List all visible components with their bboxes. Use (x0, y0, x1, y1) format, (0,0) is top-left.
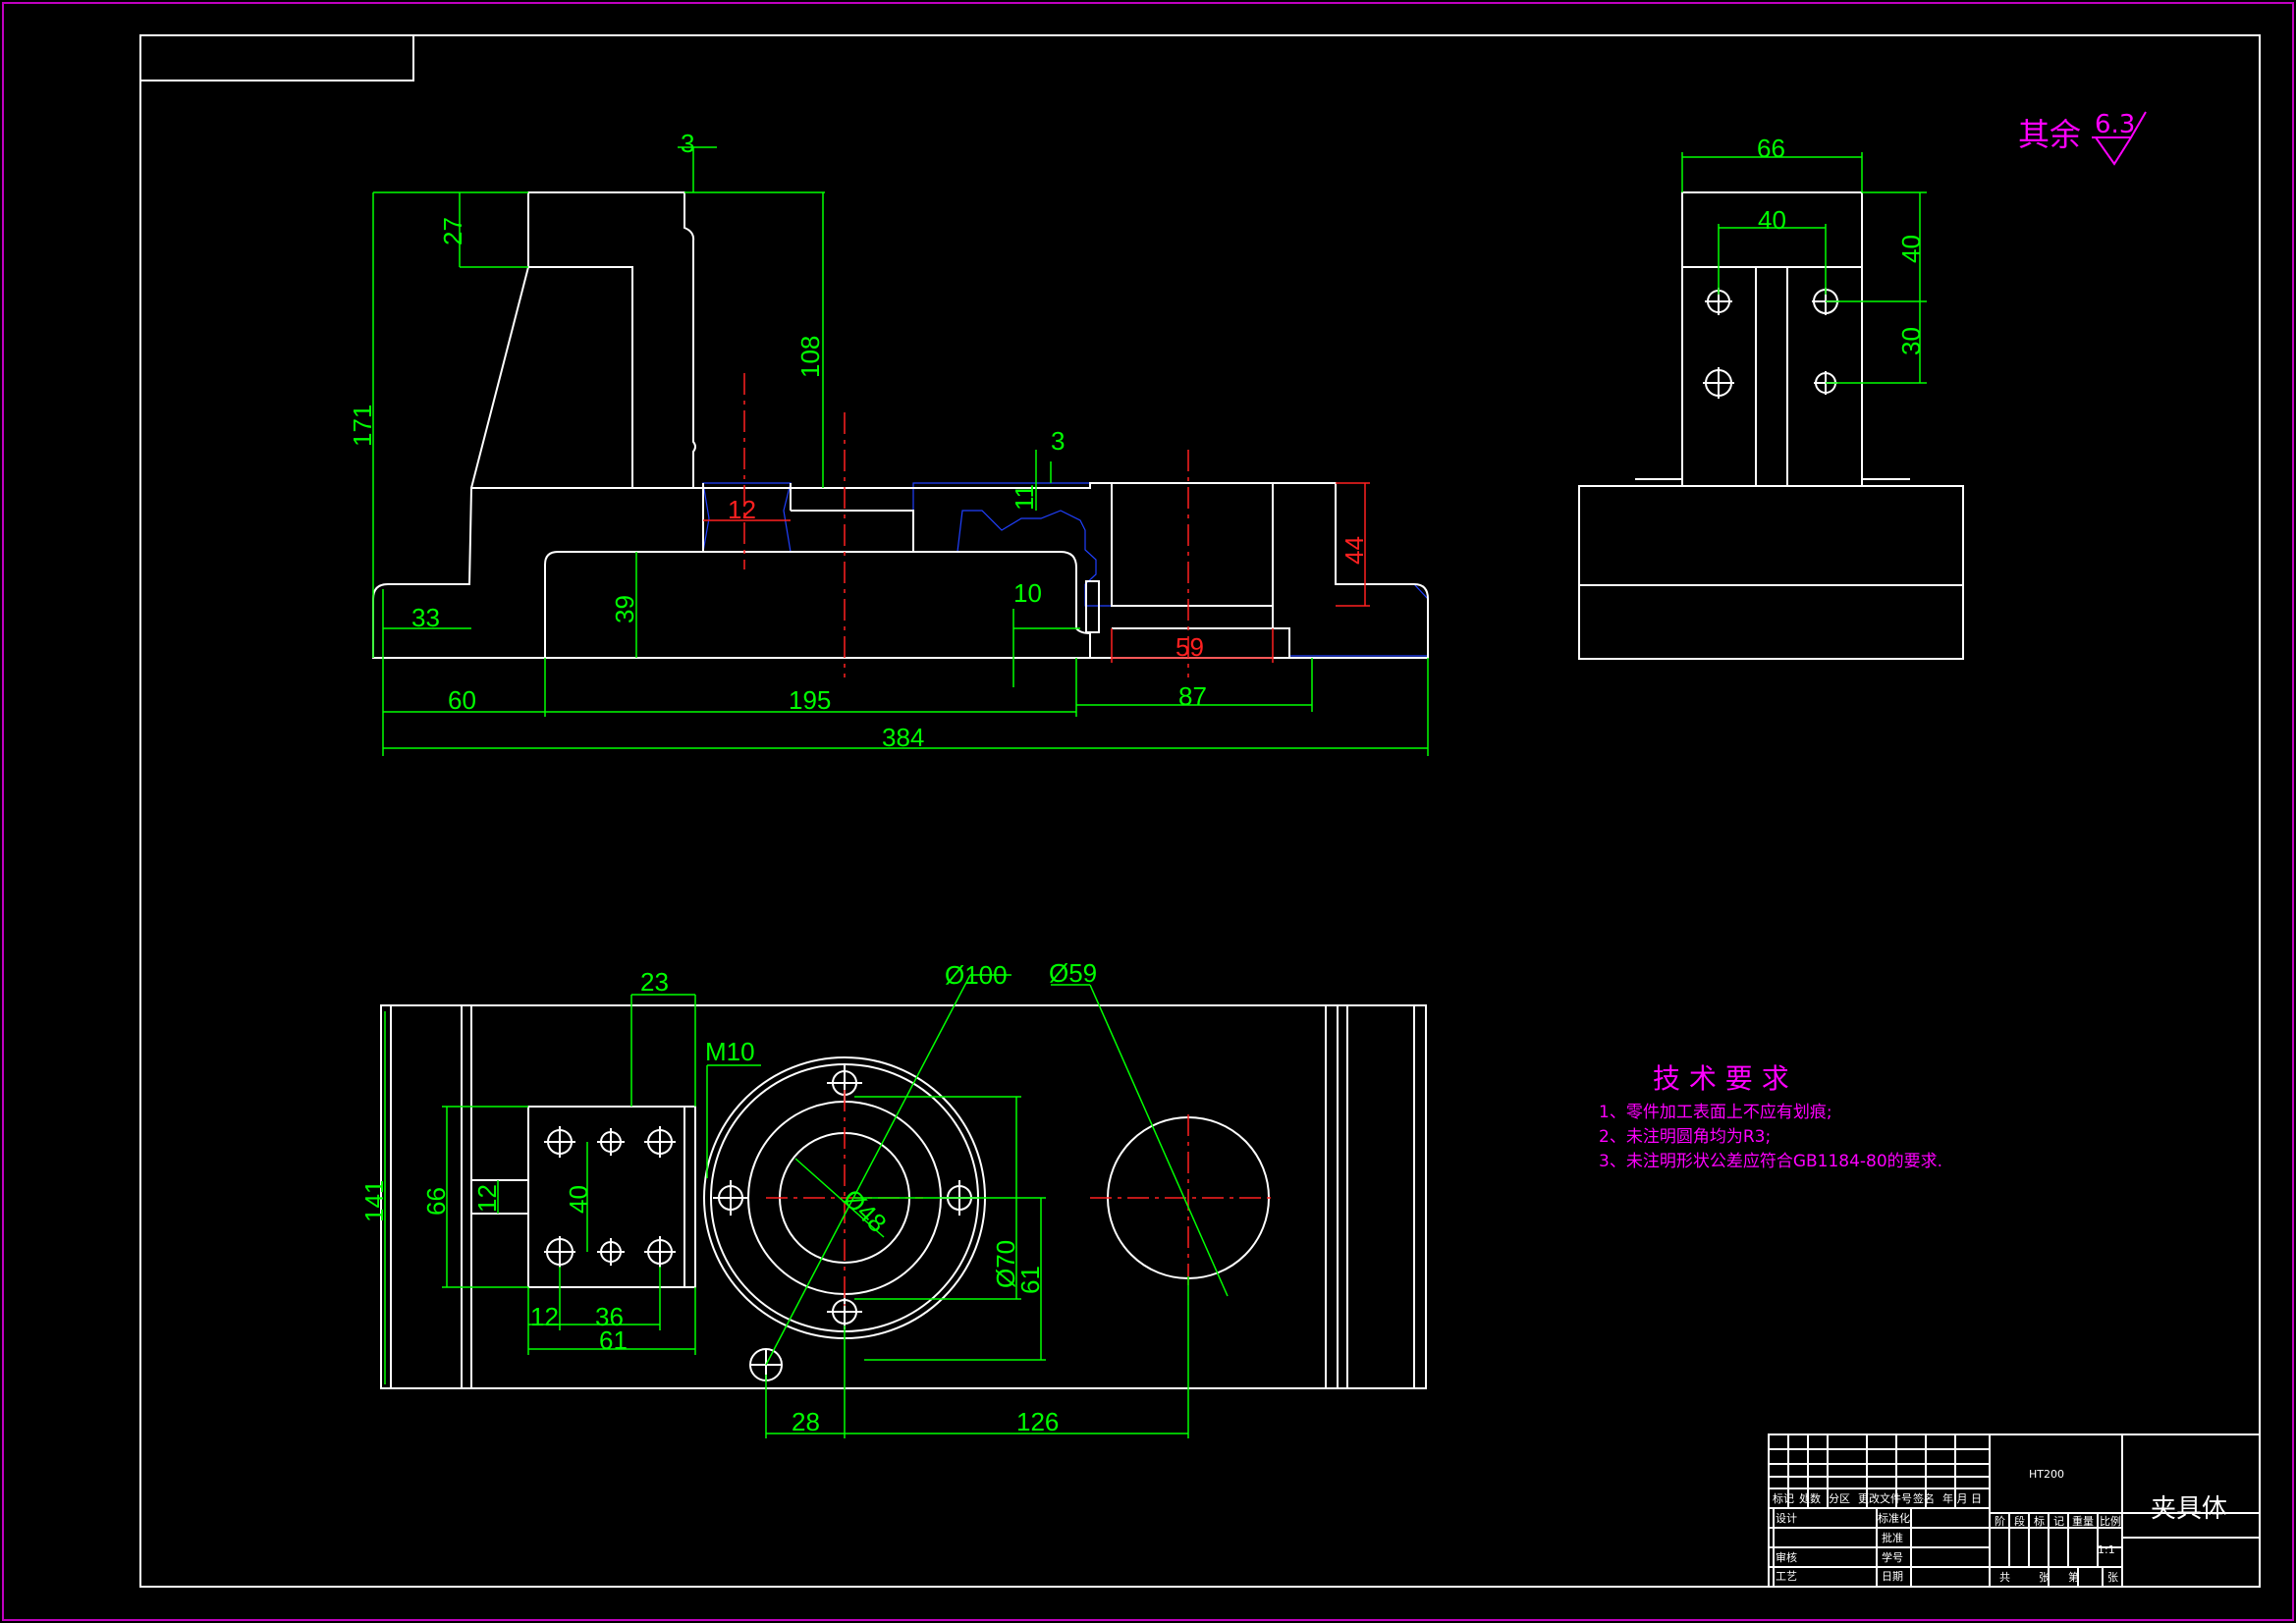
dim-44: 44 (1339, 536, 1369, 565)
part-name: 夹具体 (2151, 1494, 2227, 1524)
dim-36: 36 (595, 1302, 624, 1331)
tb-left-label-2: 工艺 (1776, 1570, 1797, 1583)
dim-87: 87 (1178, 681, 1207, 711)
base-cavity (544, 551, 1091, 658)
tb-sheet-label-2: 第 (2068, 1570, 2079, 1584)
dim-m10: M10 (705, 1037, 755, 1066)
front-view: 3 27 108 171 3 11 12 44 33 39 10 59 60 1… (348, 129, 1429, 756)
scale-value: 1:1 (2098, 1543, 2115, 1556)
dim-dia70: Ø70 (991, 1240, 1020, 1288)
tech-item-3: 3、未注明形状公差应符合GB1184-80的要求. (1599, 1152, 1942, 1171)
tb-sheet-label-1: 张 (2039, 1571, 2050, 1584)
tech-title: 技 术 要 求 (1653, 1062, 1789, 1095)
tb-row-label-3: 更改文件号 (1858, 1491, 1912, 1505)
dim-30-side: 30 (1896, 327, 1926, 355)
dim-61-h: 61 (599, 1325, 628, 1355)
dim-141: 141 (359, 1180, 389, 1222)
dim-126: 126 (1016, 1407, 1059, 1436)
material-label: HT200 (2029, 1468, 2064, 1481)
upright-outline (470, 191, 696, 489)
tb-mid-label-2: 学号 (1882, 1550, 1903, 1564)
tb-stage-label-0: 阶 (1995, 1514, 2005, 1528)
dim-dia100: Ø100 (945, 960, 1008, 990)
dim-195: 195 (789, 685, 831, 715)
dim-61-v: 61 (1015, 1266, 1045, 1294)
tb-stage-label-1: 段 (2014, 1514, 2025, 1528)
bore-steps (702, 483, 1290, 658)
dim-28: 28 (792, 1407, 820, 1436)
tb-left-label-1: 审核 (1776, 1550, 1797, 1564)
dim-dia59: Ø59 (1049, 958, 1097, 988)
tech-item-1: 1、零件加工表面上不应有划痕; (1599, 1103, 1832, 1122)
surface-finish-value: 6.3 (2095, 110, 2135, 139)
top-view: 23 M10 Ø100 Ø59 141 66 12 40 Ø48 Ø70 61 … (359, 958, 1427, 1438)
dim-12-h: 12 (530, 1302, 559, 1331)
tb-sheet-label-3: 张 (2107, 1571, 2118, 1584)
dim-12-v: 12 (472, 1184, 502, 1213)
side-view: 66 40 40 30 (1578, 134, 1964, 660)
locating-pin (1085, 580, 1100, 633)
tb-row-label-5: 年 月 日 (1942, 1491, 1982, 1505)
dim-59: 59 (1175, 632, 1204, 662)
tb-left-label-0: 设计 (1776, 1512, 1797, 1525)
dim-171: 171 (348, 405, 377, 447)
dim-40-top: 40 (564, 1185, 593, 1214)
technical-requirements: 技 术 要 求 1、零件加工表面上不应有划痕; 2、未注明圆角均为R3; 3、未… (1599, 1062, 1942, 1171)
tb-sheet-label-0: 共 (1999, 1571, 2010, 1584)
tb-mid-label-1: 批准 (1882, 1531, 1903, 1544)
front-dimensions: 3 27 108 171 3 11 12 44 33 39 10 59 60 1… (348, 129, 1429, 756)
dim-384: 384 (882, 723, 924, 752)
dim-10: 10 (1013, 578, 1042, 608)
dim-dia48: Ø48 (838, 1183, 893, 1238)
code-box (140, 35, 414, 81)
tb-row-label-4: 签名 (1913, 1491, 1935, 1505)
drawing-frame (139, 34, 2261, 1588)
surface-finish-symbol: 其余 6.3 (2018, 110, 2147, 166)
tb-row-label-1: 处数 (1799, 1492, 1821, 1505)
round-pocket (1090, 1114, 1277, 1286)
tech-item-2: 2、未注明圆角均为R3; (1599, 1127, 1771, 1147)
dim-23: 23 (640, 967, 669, 997)
dim-66-side: 66 (1757, 134, 1785, 163)
tb-stage-label-2: 标 (2034, 1514, 2045, 1528)
tb-row-label-2: 分区 (1829, 1492, 1850, 1505)
tb-mid-label-3: 日期 (1882, 1570, 1903, 1583)
dim-40-side-h: 40 (1758, 205, 1786, 235)
block-holes (544, 1126, 676, 1268)
dim-108: 108 (795, 336, 825, 378)
top-dimensions: 23 M10 Ø100 Ø59 141 66 12 40 Ø48 Ø70 61 … (359, 958, 1229, 1438)
dim-3-top: 3 (681, 129, 694, 158)
tb-row-label-0: 标记 (1773, 1491, 1794, 1505)
side-dimensions: 66 40 40 30 (1681, 134, 1927, 384)
dim-39: 39 (610, 595, 639, 623)
dim-12: 12 (728, 495, 756, 524)
tb-stage-label-5: 比例 (2100, 1514, 2121, 1528)
dim-3-right: 3 (1051, 426, 1065, 456)
base-outline (372, 482, 1429, 659)
dim-33: 33 (411, 603, 440, 632)
surface-finish-label: 其余 (2018, 116, 2081, 153)
title-block: HT200 夹具体 1:1 标记 处数 分区 更改文件号 签名 年 月 日 设计… (1768, 1434, 2261, 1588)
dim-60: 60 (448, 685, 476, 715)
dim-66-top: 66 (421, 1187, 451, 1216)
side-holes (1703, 288, 1839, 399)
upright-inner (528, 266, 633, 488)
dim-40-side-v: 40 (1896, 235, 1926, 263)
dim-27: 27 (438, 217, 467, 245)
tb-stage-label-3: 记 (2053, 1515, 2064, 1528)
tb-stage-label-4: 重量 (2072, 1514, 2094, 1528)
dim-11: 11 (1010, 484, 1039, 511)
tb-mid-label-0: 标准化 (1878, 1511, 1910, 1525)
section-hatch-far-right (1272, 482, 1429, 657)
